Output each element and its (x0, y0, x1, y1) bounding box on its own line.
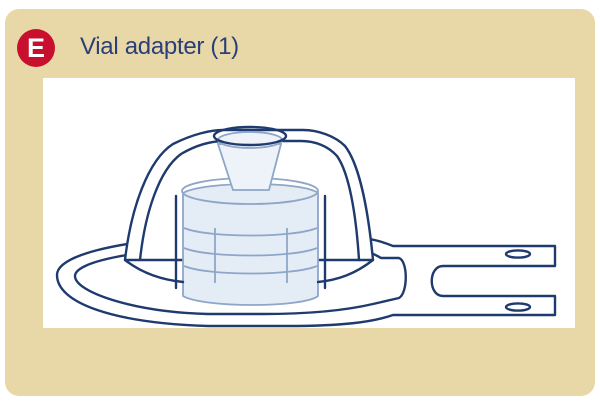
blister-base-curve (123, 258, 185, 284)
adapter-body (182, 183, 319, 306)
illustration-area (43, 78, 575, 328)
adapter-ring-3 (183, 265, 318, 275)
step-title: Vial adapter (1) (80, 33, 239, 60)
adapter-ring-2 (183, 247, 318, 257)
adapter-ring-1 (183, 227, 318, 237)
tray-hole-upper (504, 249, 532, 259)
vial-adapter-illustration (55, 125, 557, 328)
blister-base-curve-right (316, 258, 375, 284)
tray-hole-lower (504, 302, 532, 312)
step-badge: E (17, 29, 55, 67)
blister-top-cap (212, 125, 288, 147)
